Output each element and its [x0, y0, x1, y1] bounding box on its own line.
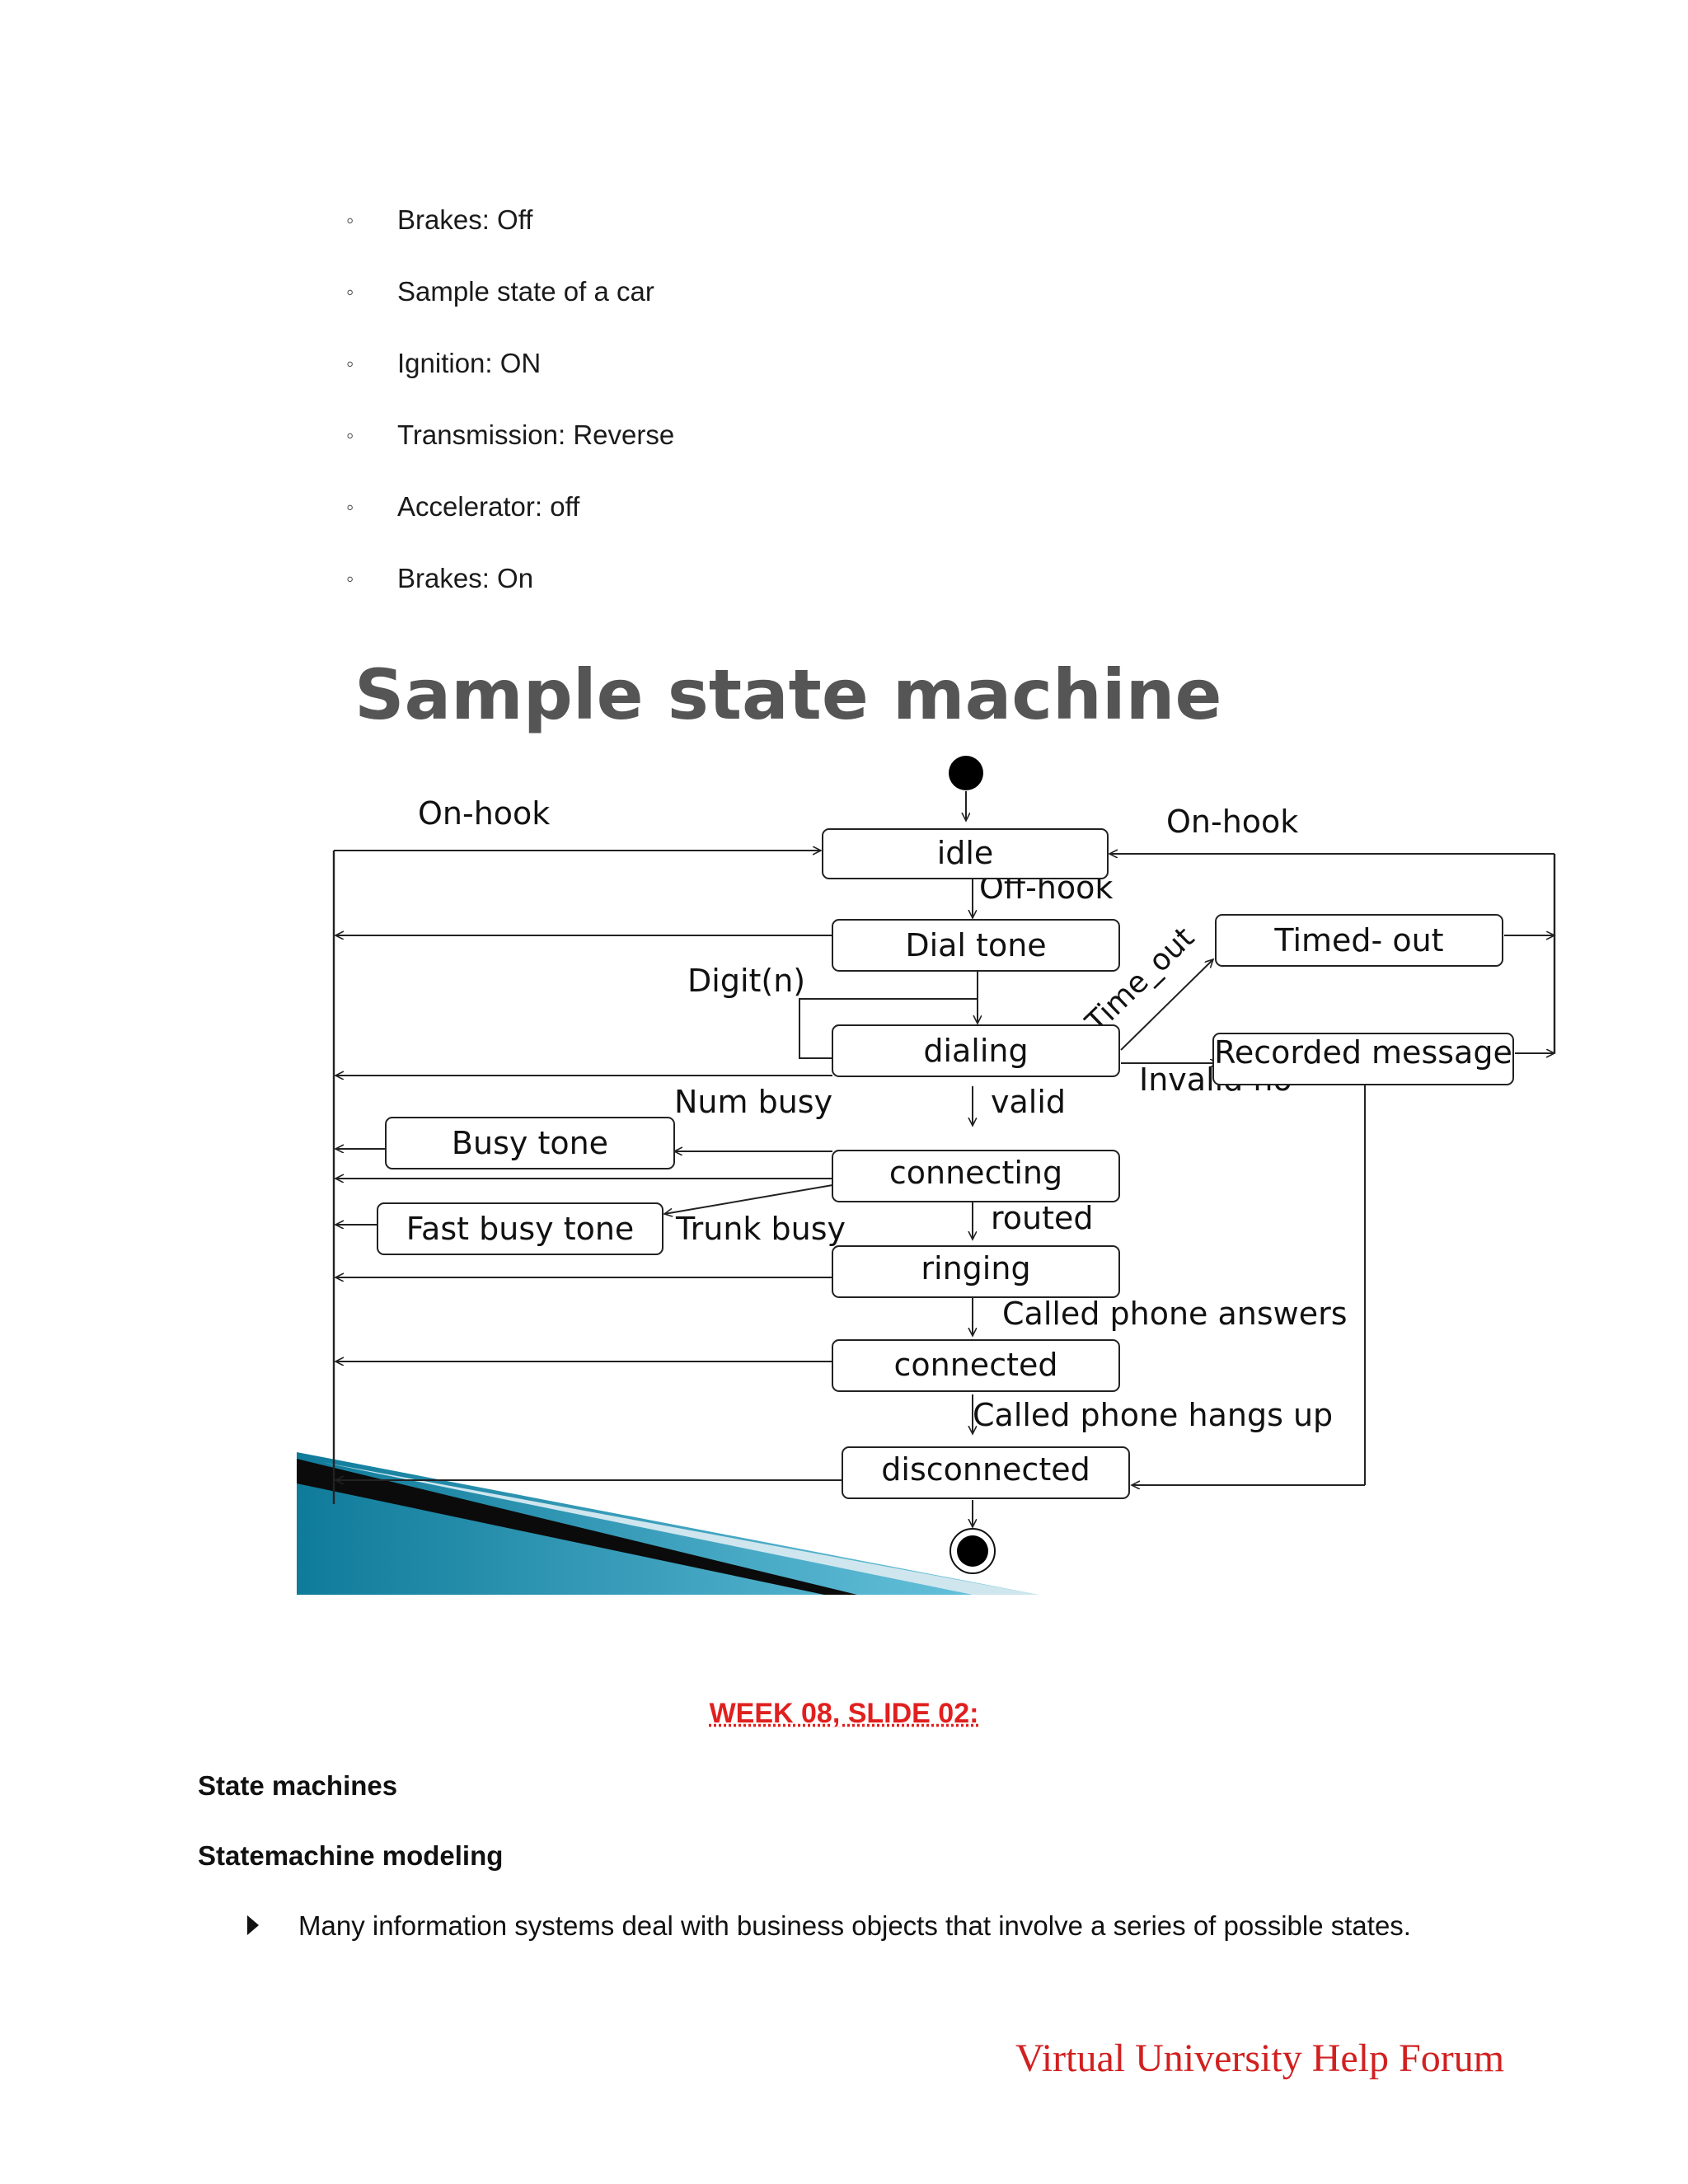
circle-bullet-icon: ◦	[346, 423, 354, 448]
state-machine-diagram: Sample state machine On-hook On-hook Off…	[297, 654, 1566, 1595]
state-dial-tone: Dial tone	[832, 919, 1120, 972]
state-label: Busy tone	[452, 1125, 608, 1161]
called-answers-label: Called phone answers	[1002, 1296, 1348, 1332]
trunk-busy-label: Trunk busy	[675, 1211, 846, 1247]
circle-bullet-icon: ◦	[346, 566, 354, 591]
final-state-icon	[957, 1535, 988, 1567]
state-recorded-message: Recorded message	[1212, 1033, 1514, 1085]
footer-watermark: Virtual University Help Forum	[1015, 2036, 1505, 2080]
subsection-title: Statemachine modeling	[198, 1840, 504, 1871]
state-disconnected: disconnected	[842, 1446, 1130, 1499]
state-ringing: ringing	[832, 1245, 1120, 1298]
state-busy-tone: Busy tone	[385, 1117, 675, 1169]
diagram-title: Sample state machine	[354, 654, 1221, 735]
num-busy-label: Num busy	[674, 1084, 832, 1120]
on-hook-right-label: On-hook	[1166, 804, 1298, 840]
state-dialing: dialing	[832, 1024, 1120, 1077]
state-label: connecting	[889, 1155, 1062, 1191]
digit-label: Digit(n)	[687, 963, 805, 999]
initial-state-icon	[949, 756, 983, 790]
circle-bullet-icon: ◦	[346, 351, 354, 376]
state-label: connected	[894, 1347, 1058, 1383]
routed-label: routed	[991, 1200, 1094, 1236]
state-label: dialing	[923, 1033, 1028, 1069]
state-label: Dial tone	[905, 927, 1046, 963]
triangle-bullet-icon	[247, 1915, 259, 1935]
state-label: Fast busy tone	[406, 1211, 635, 1247]
circle-bullet-icon: ◦	[346, 208, 354, 232]
circle-bullet-icon: ◦	[346, 494, 354, 519]
state-idle: idle	[822, 828, 1109, 879]
section-title: State machines	[198, 1770, 398, 1801]
state-timed-out: Timed- out	[1215, 914, 1503, 967]
state-label: Recorded message	[1214, 1034, 1512, 1071]
called-hangs-up-label: Called phone hangs up	[973, 1397, 1333, 1433]
state-label: ringing	[921, 1250, 1030, 1286]
on-hook-left-label: On-hook	[418, 795, 550, 832]
circle-bullet-icon: ◦	[346, 279, 354, 304]
slide-corner-decoration	[297, 1452, 1039, 1595]
week-slide-heading: WEEK 08, SLIDE 02:	[709, 1698, 979, 1729]
state-label: disconnected	[881, 1451, 1090, 1488]
valid-label: valid	[991, 1084, 1066, 1120]
state-connecting: connecting	[832, 1150, 1120, 1202]
state-label: Timed- out	[1273, 922, 1443, 958]
state-label: idle	[937, 835, 994, 871]
state-fast-busy-tone: Fast busy tone	[377, 1202, 663, 1255]
state-connected: connected	[832, 1339, 1120, 1392]
